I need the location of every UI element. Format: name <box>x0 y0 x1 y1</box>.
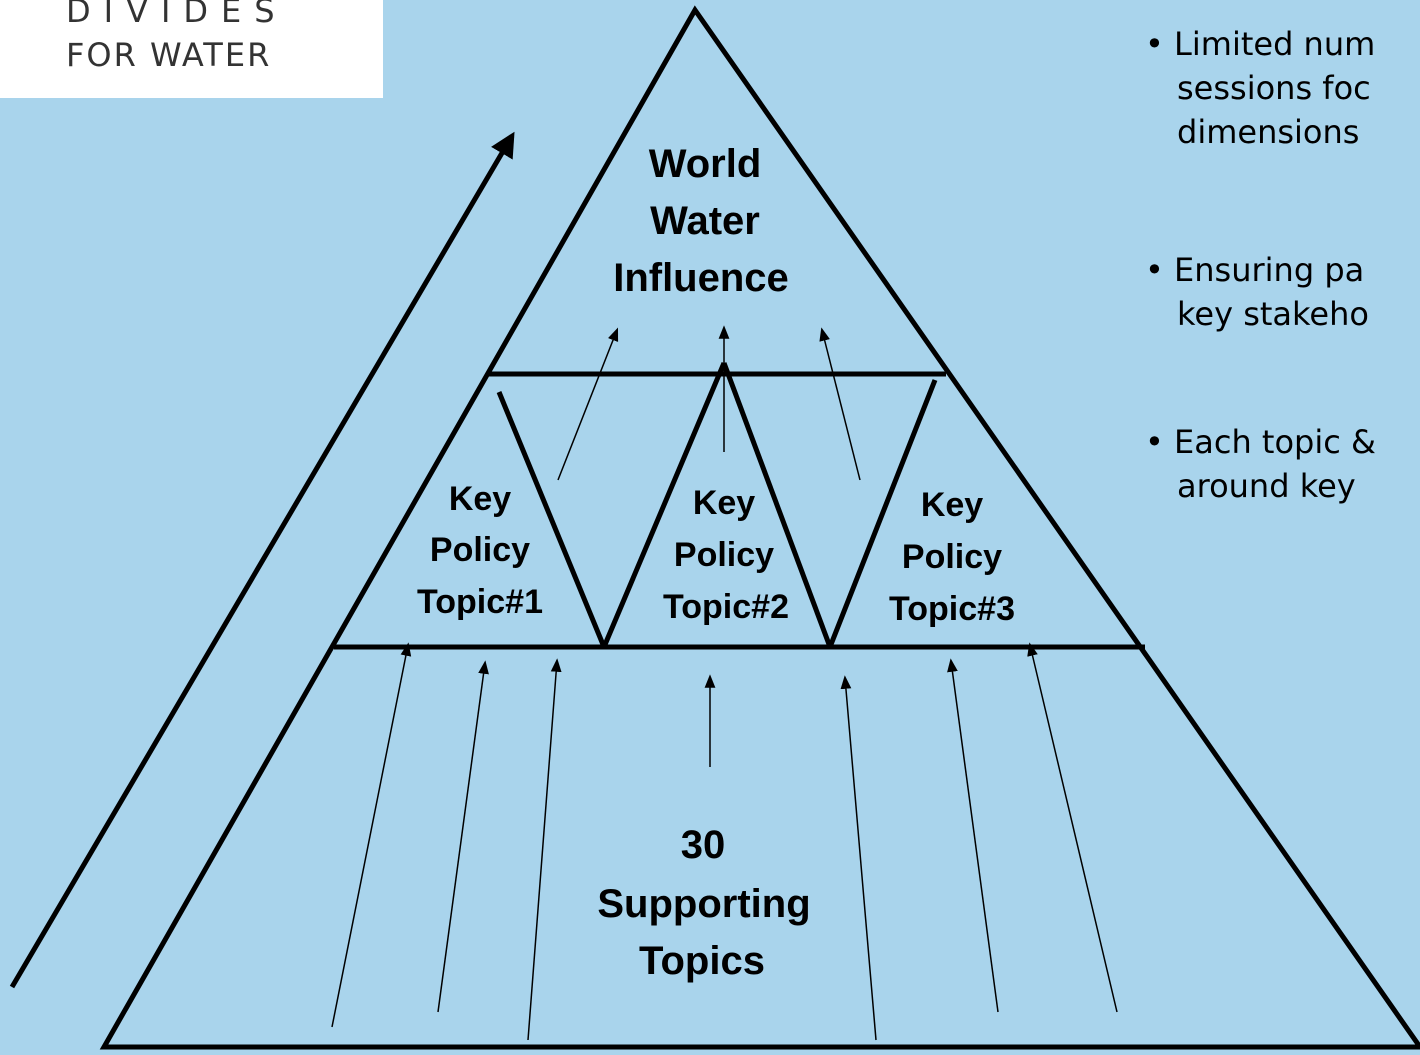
label-line: Water <box>650 199 760 243</box>
inner-triangle-left <box>601 362 727 648</box>
label-line: Influence <box>613 256 789 300</box>
supporting-topics-label: 30 Supporting Topics <box>597 823 810 983</box>
label-line: Key <box>693 484 755 522</box>
bullet-line: • Ensuring pa <box>1145 251 1365 289</box>
label-line: Topic#3 <box>889 590 1015 628</box>
upward-arrow <box>437 660 489 1013</box>
label-line: 30 <box>681 823 726 867</box>
bullet-line: dimensions <box>1177 113 1360 151</box>
upward-arrow <box>840 675 877 1041</box>
upward-arrow <box>819 327 861 481</box>
key-policy-topic-2-label: Key Policy Topic#2 <box>663 484 789 626</box>
bullet-line: • Each topic & <box>1145 423 1376 461</box>
bullet-item: • Ensuring pa key stakeho <box>1145 248 1369 336</box>
label-line: Policy <box>902 538 1002 576</box>
label-line: Topics <box>639 939 765 983</box>
label-line: Key <box>921 486 983 524</box>
label-line: Key <box>449 480 511 518</box>
bullet-line: • Limited num <box>1145 25 1376 63</box>
label-line: World <box>649 142 762 186</box>
upward-arrow <box>1027 642 1118 1013</box>
label-line: Policy <box>674 536 774 574</box>
upward-arrow <box>331 642 412 1028</box>
upward-arrow <box>947 658 999 1013</box>
bullet-line: key stakeho <box>1177 295 1369 333</box>
inner-divider-2 <box>827 379 938 648</box>
bullet-line: sessions foc <box>1177 69 1371 107</box>
bullet-line: around key <box>1177 467 1356 505</box>
world-water-influence-label: World Water Influence <box>613 142 789 300</box>
logo-line-1: DIVIDES <box>66 0 288 30</box>
label-line: Topic#1 <box>417 583 543 621</box>
key-policy-topic-1-label: Key Policy Topic#1 <box>417 480 543 621</box>
upward-arrow <box>557 327 619 481</box>
label-line: Policy <box>430 531 530 569</box>
logo: DIVIDES FOR WATER <box>0 0 383 98</box>
logo-line-2: FOR WATER <box>66 36 272 74</box>
upward-arrow <box>527 658 562 1041</box>
bullet-item: • Limited num sessions foc dimensions <box>1145 22 1375 154</box>
inner-triangle-right <box>721 362 833 648</box>
label-line: Topic#2 <box>663 588 789 626</box>
key-policy-topic-3-label: Key Policy Topic#3 <box>889 486 1015 628</box>
inner-divider-1 <box>496 391 607 648</box>
progression-arrow <box>9 131 515 989</box>
bullet-item: • Each topic & around key <box>1145 420 1376 508</box>
label-line: Supporting <box>597 882 810 926</box>
pyramid-outline <box>99 5 1420 1050</box>
